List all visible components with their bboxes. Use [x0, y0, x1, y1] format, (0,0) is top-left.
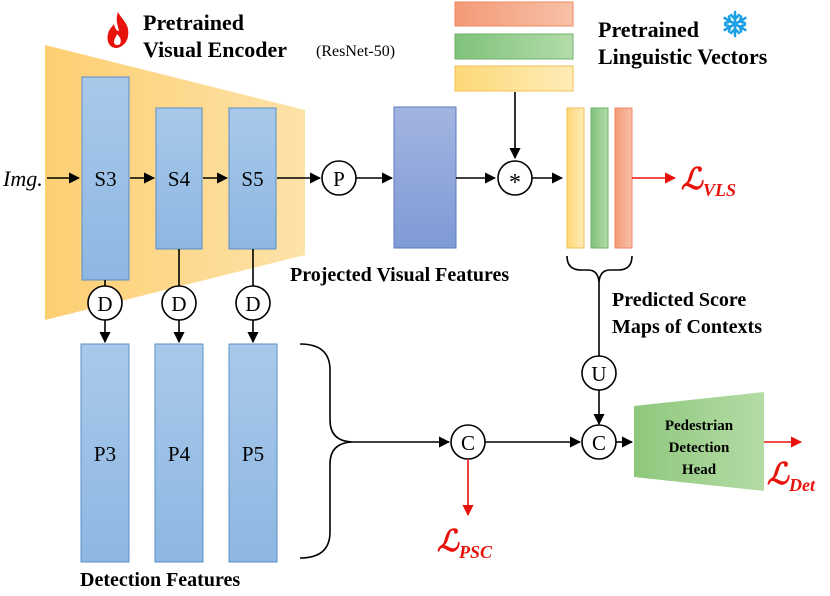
linguistic-vector-yellow — [454, 65, 574, 92]
vls-loss-label: ℒ VLS — [681, 163, 736, 200]
encoder-model-label: (ResNet-50) — [316, 43, 395, 60]
encoder-title-line2: Visual Encoder — [143, 37, 287, 62]
psc-loss-symbol: ℒ — [437, 525, 460, 558]
linguistic-title-line1: Pretrained — [598, 17, 699, 42]
detection-feature-p5 — [228, 343, 278, 563]
detection-feature-label-p4: P4 — [168, 442, 191, 466]
stage-label-s5: S5 — [241, 167, 263, 191]
downsample-op-label-s3: D — [97, 292, 112, 316]
projected-visual-features-label: Projected Visual Features — [290, 264, 509, 286]
linguistic-title-line2: Linguistic Vectors — [598, 44, 768, 69]
detection-feature-label-p5: P5 — [242, 442, 264, 466]
psc-loss-subscript: PSC — [458, 542, 493, 562]
score-maps-label-line1: Predicted Score — [612, 289, 746, 311]
pedestrian-detection-head — [634, 392, 764, 491]
stage-block-s5 — [228, 107, 277, 250]
det-loss-subscript: Det — [788, 475, 816, 495]
head-label-line2: Detection — [669, 440, 730, 456]
concat-op-label-1: C — [461, 431, 475, 455]
pool-op-label: P — [333, 167, 345, 191]
detection-features-brace — [299, 343, 353, 559]
stage-label-s4: S4 — [168, 167, 191, 191]
psc-loss-label: ℒ PSC — [437, 525, 493, 562]
input-image-label: Img. — [2, 166, 43, 191]
concat-op-label-2: C — [592, 431, 606, 455]
det-loss-label: ℒ Det — [767, 458, 816, 495]
stage-block-s4 — [155, 107, 203, 250]
detection-feature-p4 — [154, 343, 204, 563]
score-map-yellow — [566, 107, 585, 249]
det-loss-symbol: ℒ — [767, 458, 790, 491]
multiply-op-label: * — [509, 170, 521, 196]
downsample-op-label-s5: D — [245, 292, 260, 316]
projected-visual-features-block — [393, 106, 457, 249]
linguistic-vector-green — [454, 33, 574, 60]
snowflake-icon — [723, 10, 747, 38]
encoder-title-line1: Pretrained — [143, 10, 244, 35]
downsample-op-label-s4: D — [171, 292, 186, 316]
vls-loss-symbol: ℒ — [681, 163, 704, 196]
score-map-orange — [614, 107, 633, 249]
linguistic-vector-orange — [454, 1, 574, 27]
stage-block-s3 — [81, 76, 130, 281]
score-map-green — [590, 107, 609, 249]
fire-icon — [107, 12, 129, 48]
score-maps-brace — [566, 255, 633, 283]
stage-label-s3: S3 — [94, 167, 116, 191]
vls-loss-subscript: VLS — [703, 180, 736, 200]
head-label-line3: Head — [682, 462, 717, 478]
detection-feature-p3 — [80, 343, 130, 563]
head-label-line1: Pedestrian — [665, 418, 734, 434]
upsample-op-label: U — [591, 362, 606, 386]
detection-features-label: Detection Features — [80, 569, 240, 591]
detection-feature-label-p3: P3 — [94, 442, 116, 466]
score-maps-label-line2: Maps of Contexts — [612, 316, 762, 338]
